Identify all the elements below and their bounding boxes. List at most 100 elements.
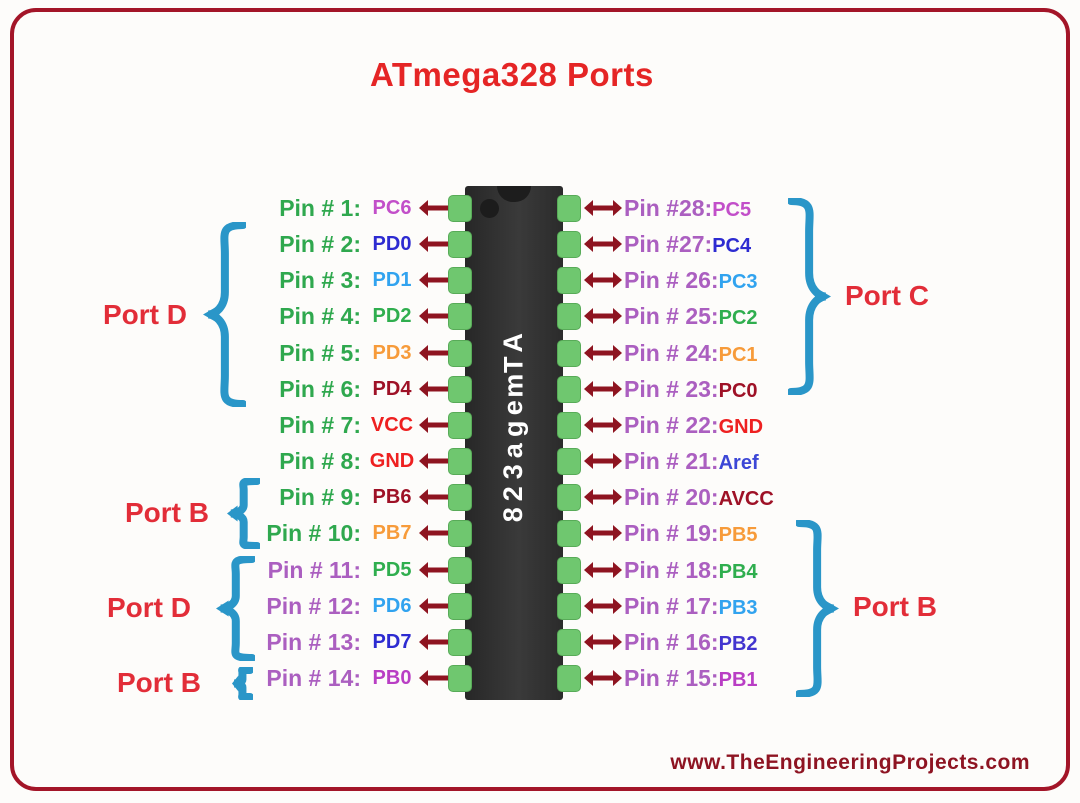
pin-row: Pin # 1: PC6 Pin #28:PC5 <box>0 190 1080 226</box>
right-pin-pad <box>557 375 581 403</box>
left-pin-pad <box>448 375 472 403</box>
right-pin-pad <box>557 664 581 692</box>
right-arrow-icon <box>584 344 622 361</box>
left-signal-name: PD2 <box>372 305 412 328</box>
right-pin-number: Pin # 19: <box>624 520 719 547</box>
left-pin-pad <box>448 411 472 439</box>
right-pin-pad <box>557 484 581 512</box>
pin-row: Pin # 3: PD1 Pin # 26:PC3 <box>0 262 1080 298</box>
left-pin-number: Pin # 4: <box>279 303 361 330</box>
right-pin-pad <box>557 592 581 620</box>
left-pin-pad <box>448 231 472 259</box>
left-pin-pad <box>448 303 472 331</box>
pin1-indicator-dot <box>480 199 499 218</box>
left-signal-name: PB7 <box>372 522 412 545</box>
left-pin-pad <box>448 339 472 367</box>
port-brace-icon <box>232 667 253 700</box>
left-signal-name: PD5 <box>372 558 412 581</box>
chip-notch-icon <box>497 186 531 202</box>
right-pin-pad <box>557 231 581 259</box>
port-brace-icon <box>788 198 831 395</box>
left-signal-name: PD0 <box>372 233 412 256</box>
left-signal-name: PB6 <box>372 486 412 509</box>
right-pin-text: Pin # 19:PB5 <box>624 515 758 555</box>
right-pin-pad <box>557 339 581 367</box>
left-pin-number: Pin # 5: <box>279 339 361 366</box>
left-pin-number: Pin # 2: <box>279 231 361 258</box>
left-signal-name: PC6 <box>372 197 412 219</box>
right-pin-text: Pin # 24:PC1 <box>624 335 758 375</box>
right-arrow-icon <box>584 380 622 397</box>
right-pin-pad <box>557 556 581 584</box>
right-pin-pad <box>557 195 581 222</box>
right-signal-name: PC0 <box>718 379 758 402</box>
left-signal-name: GND <box>369 450 415 473</box>
left-pin-pad <box>448 664 472 692</box>
right-arrow-icon <box>584 669 622 686</box>
right-signal-name: PC1 <box>718 343 758 366</box>
left-pin-number: Pin # 1: <box>279 195 361 221</box>
right-pin-text: Pin # 22:GND <box>624 407 763 447</box>
right-signal-name: PC3 <box>718 271 758 294</box>
left-pin-number: Pin # 14: <box>266 664 361 691</box>
right-signal-name: AVCC <box>718 488 774 511</box>
left-pin-number: Pin # 9: <box>279 484 361 511</box>
left-signal-name: PD6 <box>372 594 412 617</box>
right-pin-text: Pin # 18:PB4 <box>624 552 758 592</box>
left-pin-pad <box>448 592 472 620</box>
left-signal-name: VCC <box>370 413 414 436</box>
right-signal-name: PC4 <box>712 235 752 258</box>
right-pin-number: Pin # 17: <box>624 592 719 619</box>
right-pin-text: Pin # 15:PB1 <box>624 660 758 700</box>
right-arrow-icon <box>584 561 622 578</box>
right-pin-pad <box>557 628 581 656</box>
left-pin-number: Pin # 12: <box>266 592 361 619</box>
port-label: Port D <box>107 592 191 623</box>
port-label: Port D <box>103 299 187 330</box>
right-arrow-icon <box>584 597 622 614</box>
right-pin-text: Pin # 17:PB3 <box>624 588 758 628</box>
left-pin-pad <box>448 267 472 295</box>
left-pin-number: Pin # 8: <box>279 448 361 475</box>
right-signal-name: PB5 <box>718 524 758 547</box>
right-pin-number: Pin # 26: <box>624 267 719 294</box>
left-signal-name: PB0 <box>372 666 412 689</box>
right-signal-name: PC5 <box>712 199 752 221</box>
left-pin-pad <box>448 448 472 476</box>
port-brace-icon <box>227 478 260 549</box>
right-pin-text: Pin # 26:PC3 <box>624 262 758 302</box>
right-pin-number: Pin #28: <box>624 195 713 221</box>
right-signal-name: GND <box>718 415 764 438</box>
right-signal-name: PC2 <box>718 307 758 330</box>
right-signal-name: Aref <box>718 452 759 475</box>
left-signal-name: PD1 <box>372 269 412 292</box>
pin-row: Pin # 11: PD5 Pin # 18:PB4 <box>0 552 1080 588</box>
right-pin-pad <box>557 448 581 476</box>
pin-row: Pin # 8: GND Pin # 21:Aref <box>0 443 1080 479</box>
right-arrow-icon <box>584 308 622 325</box>
right-signal-name: PB4 <box>718 560 758 583</box>
website-url: www.TheEngineeringProjects.com <box>670 751 1030 774</box>
left-pin-number: Pin # 11: <box>267 556 361 583</box>
left-pin-pad <box>448 520 472 548</box>
left-signal-name: PD4 <box>372 377 412 400</box>
right-pin-number: Pin # 21: <box>624 448 719 475</box>
right-pin-text: Pin # 20:AVCC <box>624 479 774 519</box>
right-arrow-icon <box>584 416 622 433</box>
left-pin-number: Pin # 13: <box>266 628 361 655</box>
port-label: Port B <box>853 591 937 622</box>
port-label: Port B <box>125 497 209 528</box>
right-signal-name: PB2 <box>718 632 758 655</box>
right-pin-number: Pin # 18: <box>624 556 719 583</box>
right-arrow-icon <box>584 272 622 289</box>
right-pin-pad <box>557 520 581 548</box>
left-pin-number: Pin # 3: <box>279 267 361 294</box>
